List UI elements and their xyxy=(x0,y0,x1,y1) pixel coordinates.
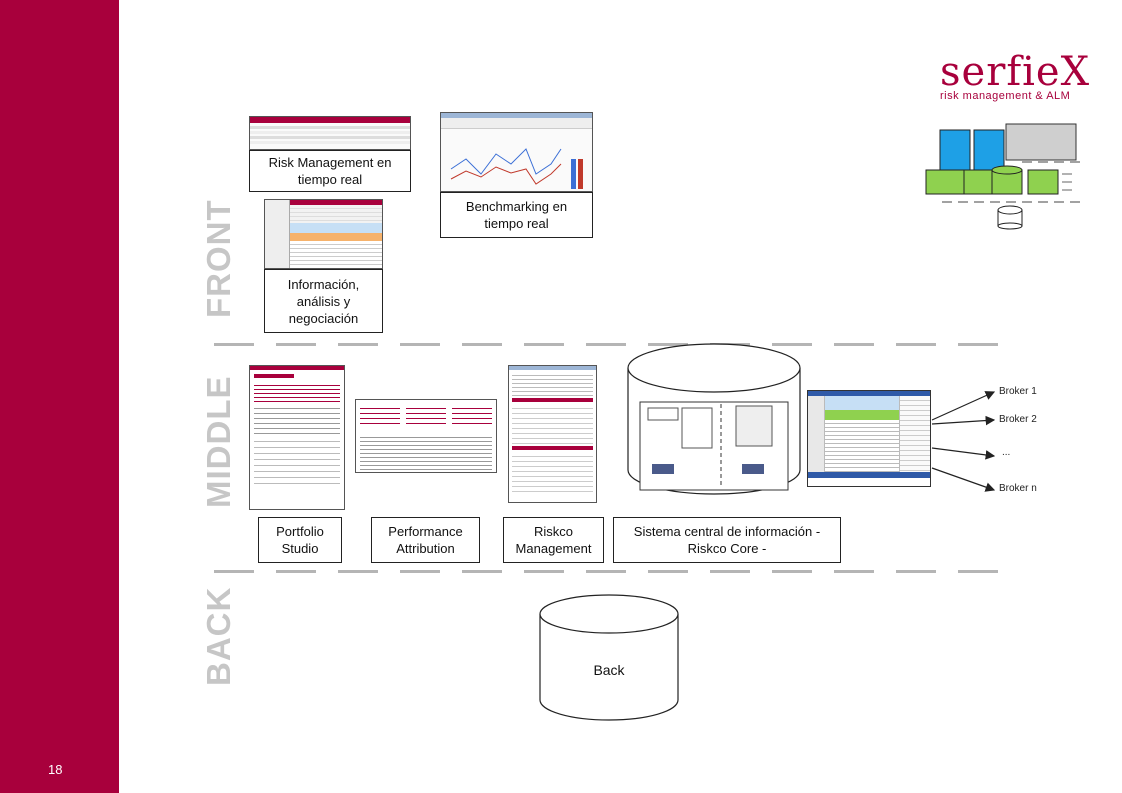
informacion-screenshot xyxy=(264,199,383,269)
benchmarking-screenshot xyxy=(440,112,593,192)
risk-management-box: Risk Management en tiempo real xyxy=(249,150,411,192)
layer-middle-label: MIDDLE xyxy=(200,375,237,509)
broker-ellipsis-label: ... xyxy=(1002,447,1011,458)
broker-1-label: Broker 1 xyxy=(999,386,1037,397)
layer-back-label: BACK xyxy=(200,586,237,686)
informacion-box: Información, análisis y negociación xyxy=(264,269,383,333)
sistema-central-cylinder xyxy=(627,343,801,495)
broker-2-label: Broker 2 xyxy=(999,414,1037,425)
portfolio-box: Portfolio Studio xyxy=(258,517,342,563)
back-cylinder xyxy=(539,594,679,721)
logo-tagline: risk management & ALM xyxy=(940,90,1071,102)
architecture-diagram xyxy=(925,123,1082,230)
back-label: Back xyxy=(593,662,625,678)
broker-n-label: Broker n xyxy=(999,483,1037,494)
riskco-screenshot xyxy=(508,365,597,503)
broker-platform-screenshot xyxy=(807,390,931,487)
performance-box: Performance Attribution xyxy=(371,517,480,563)
risk-management-screenshot xyxy=(249,116,411,150)
broker-arrows xyxy=(931,391,996,492)
divider-middle-back xyxy=(214,570,1004,573)
sistema-central-box: Sistema central de información - Riskco … xyxy=(613,517,841,563)
layer-front-label: FRONT xyxy=(200,199,237,318)
divider-front-middle xyxy=(214,343,1004,346)
page-number: 18 xyxy=(48,762,63,777)
serfiex-logo: serfieX risk management & ALM xyxy=(940,52,1090,102)
performance-screenshot xyxy=(355,399,497,473)
logo-wordmark: serfieX xyxy=(940,49,1091,95)
portfolio-screenshot xyxy=(249,365,345,510)
benchmarking-box: Benchmarking en tiempo real xyxy=(440,192,593,238)
riskco-box: Riskco Management xyxy=(503,517,604,563)
brand-sidebar: 18 xyxy=(0,0,119,793)
